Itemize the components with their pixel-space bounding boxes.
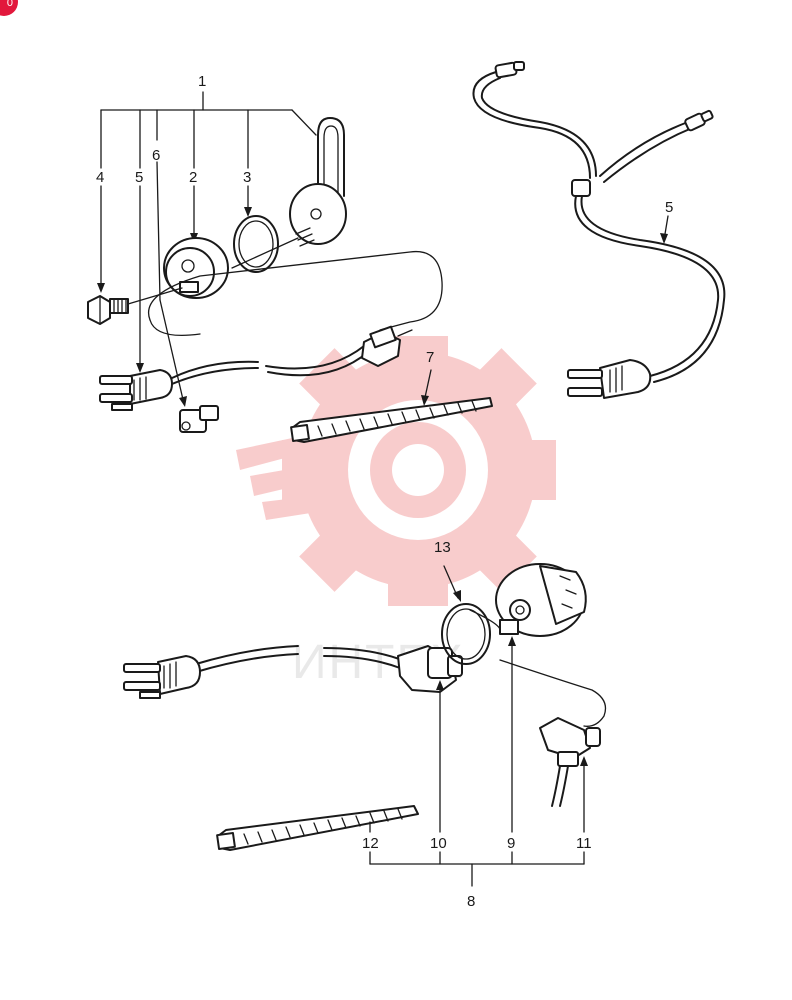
mounting-cup-part [127, 237, 229, 305]
bracket-item-8 [369, 636, 588, 887]
cord-loop-upper [148, 250, 443, 337]
cord-connector-upper [361, 325, 413, 367]
callout-labels: 1 4 5 6 2 3 5 7 13 12 10 9 11 8 [96, 73, 673, 910]
power-cord-upper-right [472, 61, 726, 399]
callout-7: 7 [426, 349, 434, 366]
callout-4: 4 [96, 169, 104, 186]
callout-11: 11 [576, 835, 592, 852]
callout-9: 9 [507, 835, 515, 852]
cable-tie-upper [290, 369, 493, 443]
callout-2: 2 [189, 169, 197, 186]
callout-6: 6 [152, 147, 160, 164]
corner-badge: 0 [0, 0, 18, 16]
callout-5-right: 5 [665, 199, 673, 216]
callout-13: 13 [434, 539, 451, 556]
heating-element-part [231, 117, 347, 269]
bolt-part [87, 295, 129, 325]
speed-lines-icon [236, 430, 330, 520]
cable-tie-lower [216, 805, 419, 851]
small-connector-part [179, 405, 219, 433]
o-ring-part [233, 215, 279, 273]
callout-12: 12 [362, 835, 379, 852]
callout-3: 3 [243, 169, 251, 186]
callout-8: 8 [467, 893, 475, 910]
callout-10: 10 [430, 835, 447, 852]
power-cord-upper-left [99, 345, 369, 411]
bracket-item-1 [100, 91, 317, 169]
corner-badge-text: 0 [6, 0, 13, 9]
watermark-logo: ИНТЕХ [236, 336, 556, 689]
inlet-plug-part [499, 659, 607, 807]
o-ring-lower-part [441, 565, 491, 665]
power-cord-lower [123, 645, 403, 699]
angle-connector-part [397, 645, 463, 693]
callout-1: 1 [198, 73, 206, 90]
callout-5-left: 5 [135, 169, 143, 186]
receptacle-part [469, 563, 587, 637]
